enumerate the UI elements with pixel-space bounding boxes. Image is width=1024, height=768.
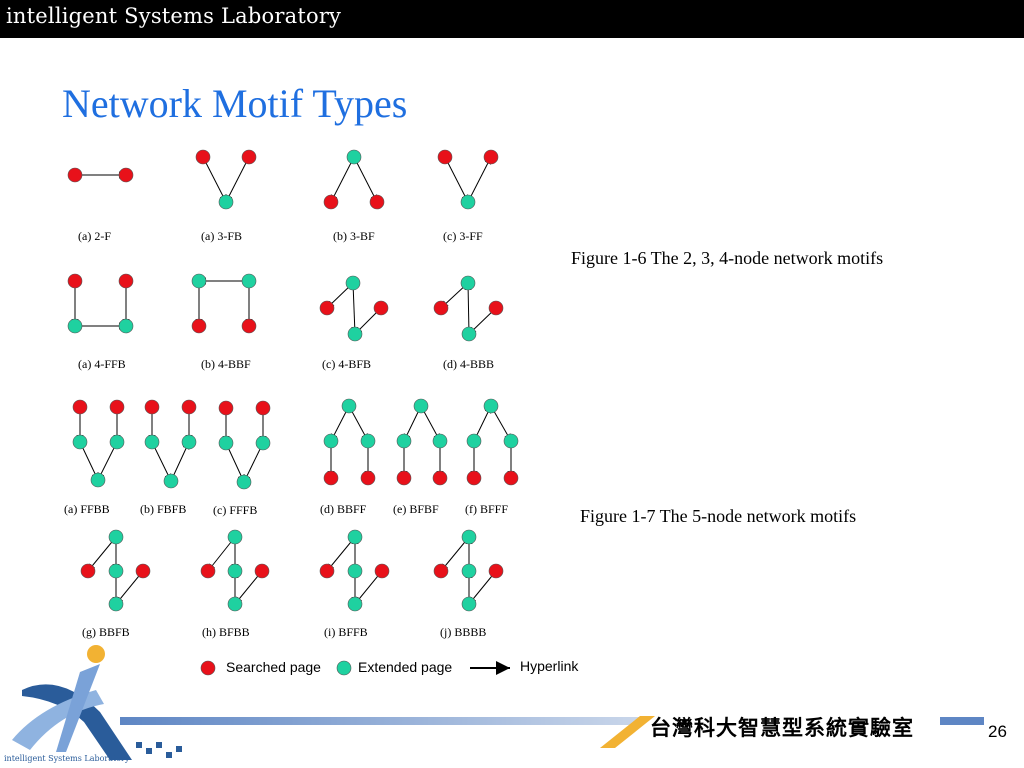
motif-3-ff [437,149,499,210]
page-number: 26 [988,722,1007,741]
caption-5-fbfb: (b) FBFB [140,502,187,516]
caption-2-f: (a) 2-F [78,229,111,243]
caption-5-bfbf: (e) BFBF [393,502,439,516]
legend-extended-swatch [336,660,352,676]
caption-4-bbb: (d) 4-BBB [443,357,494,371]
footer-stripe-accent [600,716,655,748]
caption-5-bbbb: (j) BBBB [440,625,487,639]
caption-5-fffb: (c) FFFB [213,503,258,517]
motif-5-bbfb [80,529,151,612]
footer-bar-right [940,717,984,725]
header-title: intelligent Systems Laboratory [6,4,342,28]
caption-3-bf: (b) 3-BF [333,229,375,243]
caption-5-bfff: (f) BFFF [465,502,509,516]
logo-caption: intelligent Systems Laboratory [4,754,130,763]
caption-4-ffb: (a) 4-FFB [78,357,126,371]
footer-bar [120,717,640,725]
motif-4-ffb [67,273,134,334]
motif-5-bfff [466,398,519,486]
motif-5-ffbb [72,399,125,488]
legend-extended-label: Extended page [358,659,453,675]
caption-3-fb: (a) 3-FB [201,229,242,243]
motif-5-bfbf [396,398,448,486]
motif-3-bf [323,149,385,210]
motif-4-bbb [433,275,504,342]
legend-searched-swatch [200,660,216,676]
motif-2-f [67,167,134,183]
motif-5-bbff [323,398,376,486]
legend-searched-label: Searched page [226,659,321,675]
motif-3-fb [195,149,257,210]
caption-5-bbfb: (g) BBFB [82,625,130,639]
caption-5-ffbb: (a) FFBB [64,502,110,516]
lab-name-chinese: 台灣科大智慧型系統實驗室 [650,715,914,740]
header-bar: intelligent Systems Laboratory [0,0,1024,38]
caption-5-bfbb: (h) BFBB [202,625,250,639]
caption-4-bbf: (b) 4-BBF [201,357,251,371]
lab-logo [12,645,182,760]
legend-hyperlink-label: Hyperlink [520,658,579,674]
caption-5-bbff: (d) BBFF [320,502,367,516]
motif-5-fffb [218,400,271,490]
caption-5-bffb: (i) BFFB [324,625,368,639]
figure-1-6-caption: Figure 1-6 The 2, 3, 4-node network moti… [571,248,884,268]
motif-5-fbfb [144,399,197,489]
motif-5-bbbb [433,529,504,612]
figure-1-7-caption: Figure 1-7 The 5-node network motifs [580,506,857,526]
motif-4-bbf [191,273,257,334]
caption-4-bfb: (c) 4-BFB [322,357,371,371]
motif-4-bfb [319,275,389,342]
caption-3-ff: (c) 3-FF [443,229,483,243]
motif-5-bffb [319,529,390,612]
motif-5-bfbb [200,529,270,612]
slide-title: Network Motif Types [62,81,408,126]
